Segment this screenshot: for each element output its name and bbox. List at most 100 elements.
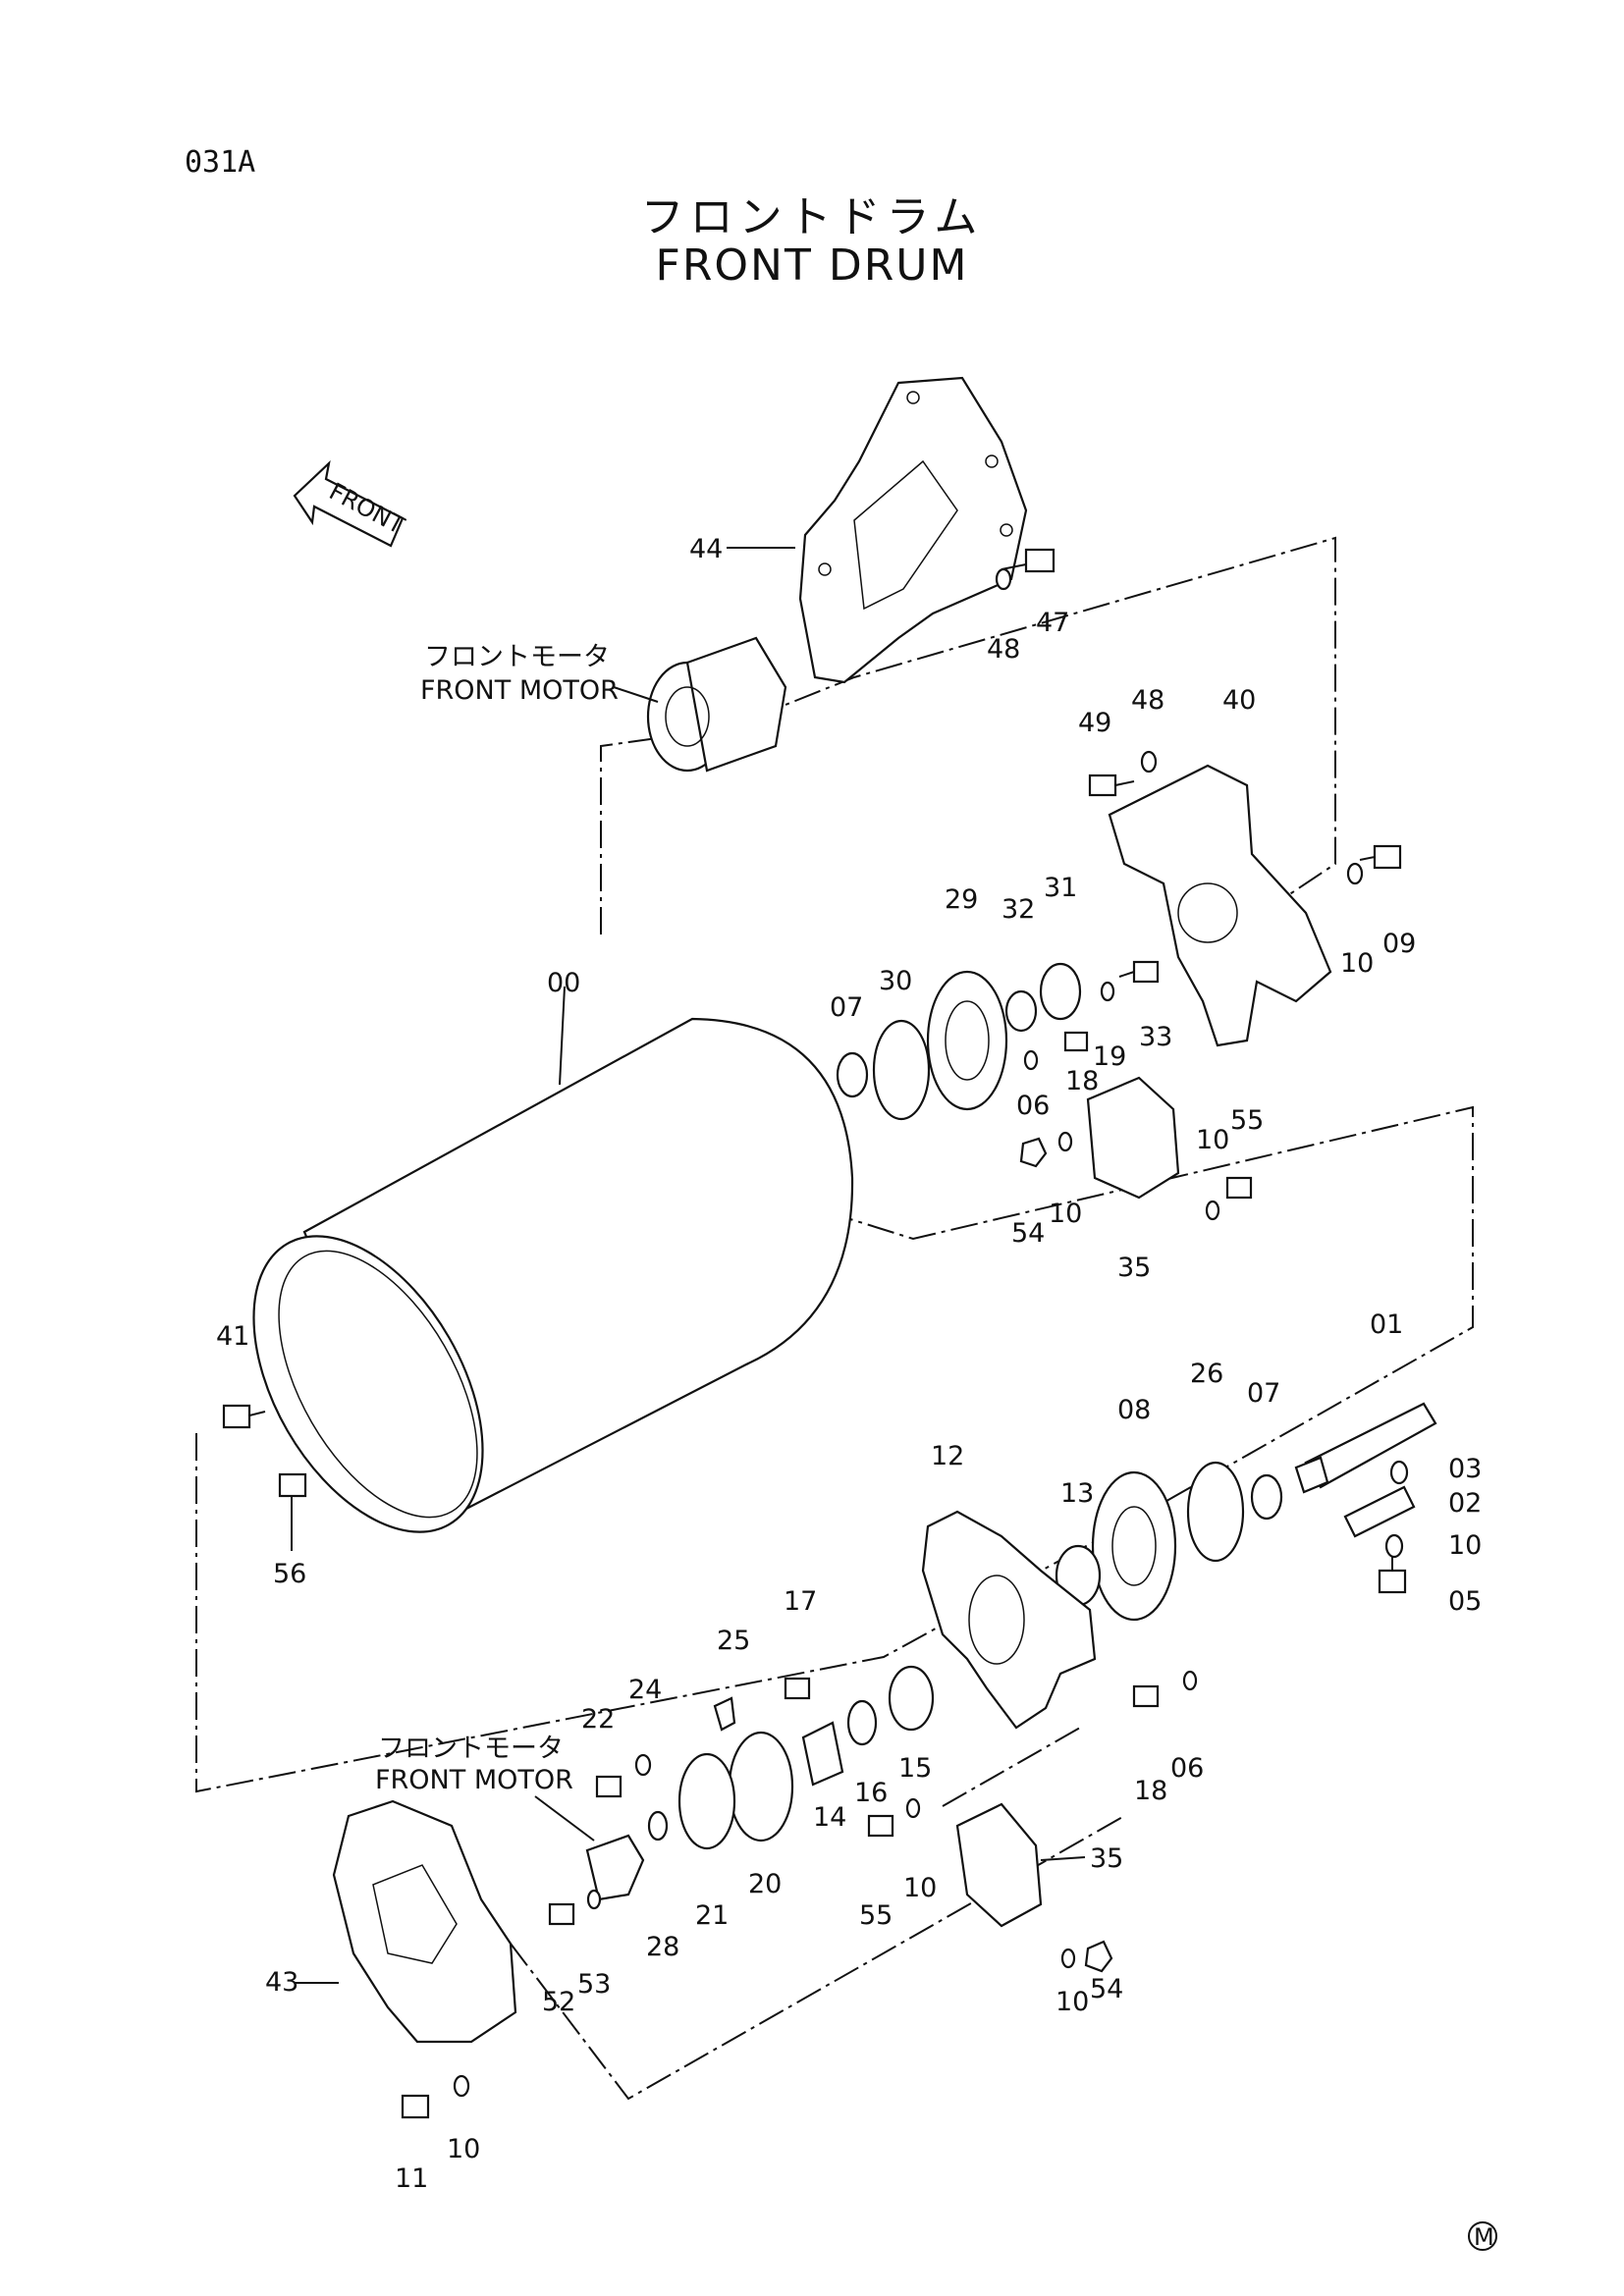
part-35-block-a: [1086, 1076, 1180, 1200]
callout-20: 20: [748, 1869, 782, 1899]
part-54-nut-b: [1084, 1940, 1113, 1973]
callout-10-a: 10: [1340, 948, 1374, 979]
part-10-washer-d: [1384, 1533, 1404, 1559]
title-japanese: フロントドラム: [640, 192, 984, 242]
part-24-washer: [634, 1753, 652, 1777]
part-29-hub: [926, 970, 1008, 1111]
callout-08: 08: [1117, 1395, 1151, 1425]
callout-31: 31: [1044, 873, 1077, 903]
callout-10-f: 10: [1056, 1987, 1089, 2017]
callout-35-a: 35: [1117, 1253, 1151, 1283]
front-motor-top: [613, 636, 787, 773]
callout-03: 03: [1448, 1454, 1482, 1484]
front-motor-top-label: フロントモータ FRONT MOTOR: [420, 642, 619, 706]
callout-48: 48: [987, 634, 1020, 665]
callout-54-b: 54: [1090, 1974, 1123, 2004]
front-motor-bottom-label-en: FRONT MOTOR: [375, 1765, 573, 1795]
front-motor-bottom-label: フロントモータ FRONT MOTOR: [375, 1734, 573, 1795]
callout-17: 17: [784, 1586, 817, 1617]
callout-55-b: 55: [859, 1900, 893, 1931]
part-43-bracket: [295, 1799, 517, 2044]
part-53-washer: [586, 1889, 602, 1910]
part-55-bolt-a: [1225, 1176, 1253, 1200]
part-21-flange: [677, 1752, 736, 1850]
callout-53: 53: [577, 1969, 611, 2000]
callout-56: 56: [273, 1559, 306, 1589]
callout-54-a: 54: [1011, 1218, 1045, 1249]
callout-10-e: 10: [903, 1873, 937, 1903]
callout-10-g: 10: [447, 2134, 480, 2164]
part-10-washer-f: [905, 1797, 921, 1819]
callout-40: 40: [1222, 685, 1256, 716]
part-48-washer-b: [1140, 750, 1158, 774]
part-35-block-b: [955, 1802, 1086, 1928]
callout-00: 00: [547, 968, 580, 998]
part-19-washer: [1100, 981, 1115, 1002]
part-54-nut-a: [1019, 1137, 1048, 1168]
part-10-washer-e: [453, 2074, 470, 2098]
part-11-bolt: [401, 2094, 430, 2119]
callout-43: 43: [265, 1967, 298, 1998]
callout-07-b: 07: [1247, 1378, 1280, 1409]
part-12-plate: [921, 1510, 1097, 1730]
part-18-bolt-b: [1132, 1684, 1160, 1708]
part-28-oring: [647, 1810, 669, 1842]
callout-10-b: 10: [1196, 1125, 1229, 1155]
callout-18-a: 18: [1065, 1066, 1099, 1096]
callout-10-c: 10: [1049, 1199, 1082, 1229]
part-30-oring: [872, 1019, 931, 1121]
part-49-bolt: [1088, 774, 1135, 797]
page-code: 031A: [185, 145, 256, 180]
callout-12: 12: [931, 1441, 964, 1471]
part-05-bolt: [1378, 1556, 1407, 1594]
callout-28: 28: [646, 1932, 679, 1962]
part-01-shaft: [1294, 1402, 1437, 1494]
callout-15: 15: [898, 1753, 932, 1784]
front-motor-bottom-label-jp: フロントモータ: [378, 1734, 564, 1764]
part-10-washer-c: [1205, 1200, 1220, 1221]
part-25-fitting: [713, 1696, 736, 1732]
callout-47: 47: [1036, 608, 1069, 638]
part-06-washer-a: [1023, 1049, 1039, 1071]
part-03-washer: [1389, 1460, 1409, 1485]
part-18-bolt-a: [1063, 1031, 1089, 1052]
part-07-bearing-a: [836, 1051, 869, 1098]
part-41-bolt: [222, 1404, 266, 1429]
part-52-bolt: [548, 1902, 575, 1926]
part-47-bolt: [1001, 548, 1056, 573]
part-10-washer-a: [1346, 862, 1364, 885]
front-motor-top-label-jp: フロントモータ: [424, 642, 610, 672]
callout-22: 22: [581, 1704, 615, 1735]
callout-25: 25: [717, 1626, 750, 1656]
callout-49: 49: [1078, 708, 1111, 738]
part-00-drum: [252, 986, 854, 1533]
callout-52: 52: [542, 1987, 575, 2017]
part-22-bolt: [595, 1775, 623, 1798]
callout-35-b: 35: [1090, 1843, 1123, 1874]
callout-02: 02: [1448, 1488, 1482, 1519]
part-40-plate: [1108, 764, 1332, 1047]
callout-24: 24: [628, 1675, 662, 1705]
callout-48-b: 48: [1131, 685, 1164, 716]
callout-32: 32: [1001, 894, 1035, 925]
front-motor-bottom: [534, 1795, 645, 1901]
callout-30: 30: [879, 966, 912, 996]
part-17-bolt: [784, 1677, 811, 1700]
part-31-seal: [1039, 962, 1082, 1021]
callout-55-a: 55: [1230, 1105, 1264, 1136]
part-02-key: [1343, 1485, 1416, 1538]
callout-06-b: 06: [1170, 1753, 1204, 1784]
part-16-ring: [846, 1699, 878, 1746]
callout-21: 21: [695, 1900, 729, 1931]
callout-10-d: 10: [1448, 1530, 1482, 1561]
part-10-washer-b: [1057, 1131, 1073, 1152]
part-callouts: 44 47 48 49 48 40 09 10 31 32 29 30 07 3…: [216, 534, 1482, 2194]
part-10-washer-g: [1060, 1948, 1076, 1969]
callout-09: 09: [1382, 929, 1416, 959]
callout-16: 16: [854, 1778, 888, 1808]
callout-14: 14: [813, 1802, 846, 1833]
part-20-plate: [728, 1731, 794, 1842]
front-motor-top-label-en: FRONT MOTOR: [420, 675, 619, 706]
part-44-bracket: [727, 376, 1028, 684]
m-mark: M: [1468, 2221, 1497, 2251]
